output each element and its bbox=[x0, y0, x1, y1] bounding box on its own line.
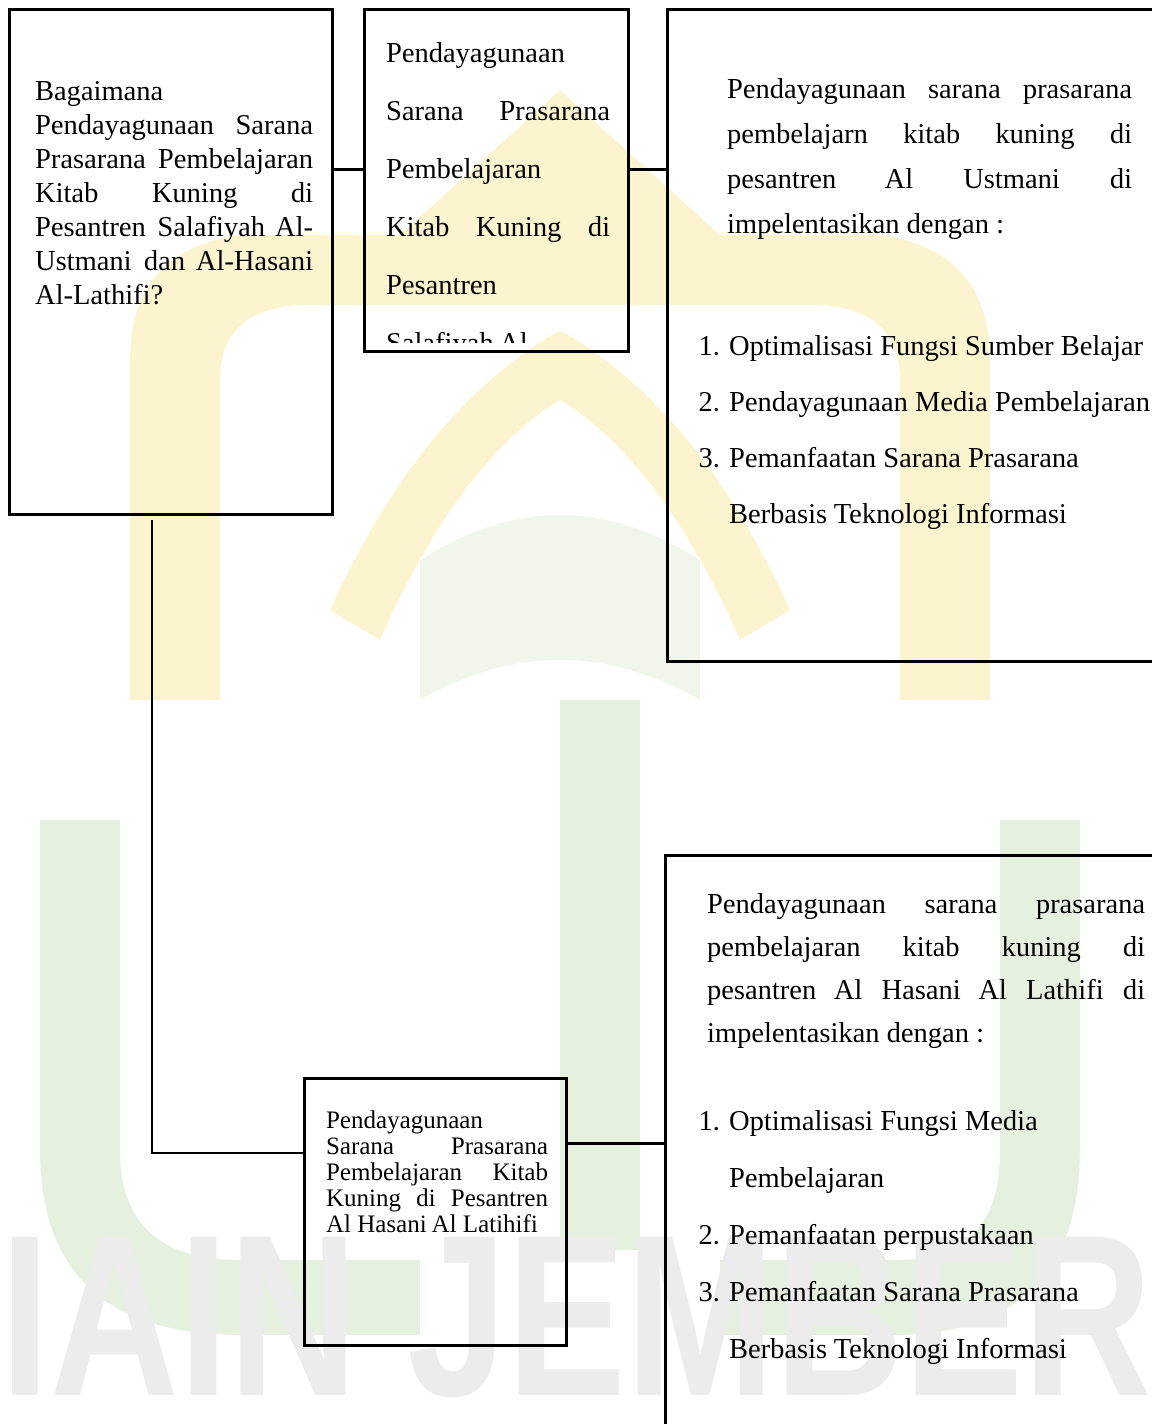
connector-question-focus1 bbox=[334, 168, 363, 171]
result-2-item-1: Optimalisasi Fungsi Media Pembelajaran bbox=[727, 1093, 1152, 1207]
result-2-box: Pendayagunaan sarana prasarana pembelaja… bbox=[664, 854, 1152, 1424]
focus-1-box: Pendayagunaan Sarana Prasarana Pembelaja… bbox=[363, 8, 630, 353]
research-question-text: Bagaimana Pendayagunaan Sarana Prasarana… bbox=[35, 76, 313, 311]
result-1-item-2: Pendayagunaan Media Pembelajaran bbox=[727, 375, 1152, 431]
result-1-item-1: Optimalisasi Fungsi Sumber Belajar bbox=[727, 319, 1152, 375]
result-2-list: Optimalisasi Fungsi Media Pembelajaran P… bbox=[691, 1093, 1152, 1378]
research-question-box: Bagaimana Pendayagunaan Sarana Prasarana… bbox=[8, 8, 334, 516]
connector-focus1-result1 bbox=[630, 168, 666, 171]
result-1-intro: Pendayagunaan sarana prasarana pembelaja… bbox=[727, 74, 1132, 240]
result-2-item-2: Pemanfaatan perpustakaan bbox=[727, 1207, 1152, 1264]
result-1-list: Optimalisasi Fungsi Sumber Belajar Penda… bbox=[691, 319, 1152, 543]
result-2-item-3: Pemanfaatan Sarana Prasarana Berbasis Te… bbox=[727, 1264, 1152, 1378]
connector-focus2-result2 bbox=[568, 1142, 664, 1145]
connector-vertical bbox=[151, 520, 153, 1154]
result-1-box: Pendayagunaan sarana prasarana pembelaja… bbox=[666, 8, 1152, 663]
result-2-intro: Pendayagunaan sarana prasarana pembelaja… bbox=[707, 889, 1145, 1049]
result-1-item-3: Pemanfaatan Sarana Prasarana Berbasis Te… bbox=[727, 431, 1152, 543]
focus-2-text: Pendayagunaan Sarana Prasarana Pembelaja… bbox=[326, 1107, 548, 1238]
connector-to-focus2 bbox=[151, 1152, 303, 1154]
focus-2-box: Pendayagunaan Sarana Prasarana Pembelaja… bbox=[303, 1077, 568, 1347]
focus-1-text: Pendayagunaan Sarana Prasarana Pembelaja… bbox=[386, 38, 610, 343]
